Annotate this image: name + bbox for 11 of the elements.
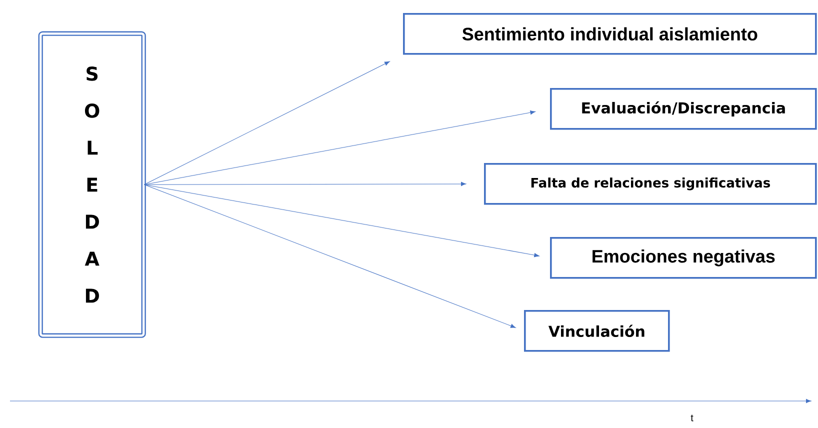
arrow: [144, 61, 390, 185]
concept-box: Evaluación/Discrepancia: [550, 88, 817, 130]
concept-box: Emociones negativas: [550, 237, 817, 279]
arrow: [144, 184, 516, 328]
arrow: [144, 110, 536, 185]
title-box: S O L E D A D: [38, 31, 146, 338]
arrow: [144, 184, 540, 258]
concept-box: Vinculación: [524, 310, 670, 352]
concept-box: Sentimiento individual aislamiento: [403, 13, 817, 55]
concept-box: Falta de relaciones significativas: [484, 163, 817, 205]
axis-label: t: [690, 414, 694, 422]
